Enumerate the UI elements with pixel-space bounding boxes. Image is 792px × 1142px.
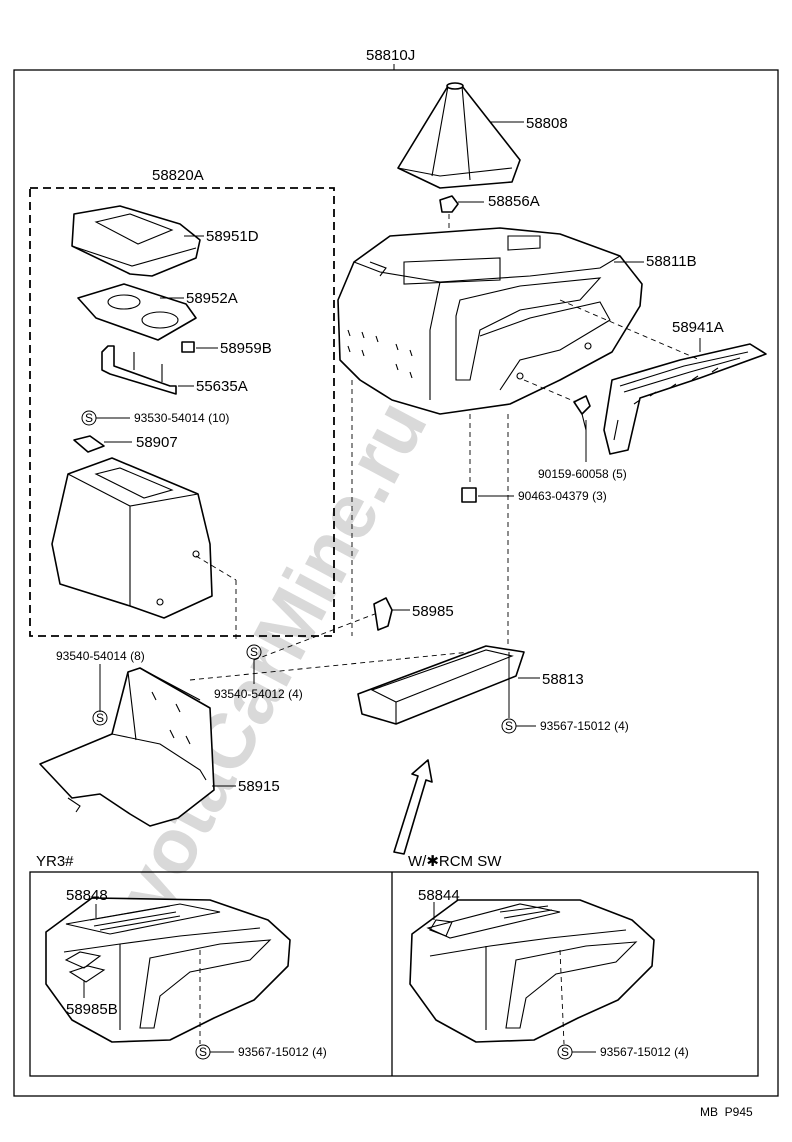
nut-90463 [461, 487, 477, 503]
variant-left-console [45, 897, 291, 1043]
variant-label-left: YR3# [36, 853, 74, 870]
cup-holder-58952A [77, 283, 197, 341]
label-58907: 58907 [136, 434, 178, 451]
label-58848: 58848 [66, 887, 108, 904]
label-58811B: 58811B [646, 253, 697, 270]
svg-text:S: S [561, 1045, 569, 1059]
assembly-label: 58810J [366, 47, 415, 64]
label-93567-main: 93567-15012 (4) [540, 719, 629, 733]
screw-symbol-93567-left: S [195, 1044, 211, 1060]
svg-text:S: S [250, 645, 258, 659]
label-90159: 90159-60058 (5) [538, 467, 627, 481]
label-58820A: 58820A [152, 167, 204, 184]
label-90463: 90463-04379 (3) [518, 489, 607, 503]
label-55635A: 55635A [196, 378, 248, 395]
variant-right-console [409, 899, 655, 1043]
label-58844: 58844 [418, 887, 460, 904]
screw-symbol-93530: S [81, 410, 97, 426]
clip-58907 [73, 435, 105, 453]
label-58808: 58808 [526, 115, 568, 132]
variant-arrow [393, 759, 433, 855]
tray-58813 [357, 645, 525, 725]
label-58985B: 58985B [66, 1001, 118, 1018]
svg-text:S: S [199, 1045, 207, 1059]
footer-code: MB P945 [700, 1105, 753, 1119]
label-93540-54012: 93540-54012 (4) [214, 687, 303, 701]
variants-frame [29, 871, 759, 1077]
label-93530: 93530-54014 (10) [134, 411, 229, 425]
label-93540-54014: 93540-54014 (8) [56, 649, 145, 663]
label-58941A: 58941A [672, 319, 724, 336]
svg-text:S: S [85, 411, 93, 425]
svg-text:S: S [96, 711, 104, 725]
label-58959B: 58959B [220, 340, 272, 357]
rear-console-box [51, 457, 213, 619]
shift-boot-58808 [397, 82, 521, 189]
subassembly-58820A-box [29, 187, 335, 637]
screw-symbol-93567-main: S [501, 718, 517, 734]
variant-label-right: W/✱RCM SW [408, 853, 502, 870]
screw-symbol-93567-right: S [557, 1044, 573, 1060]
label-58856A: 58856A [488, 193, 540, 210]
pad-58959B [181, 341, 195, 353]
screw-90159 [573, 395, 591, 431]
label-58985: 58985 [412, 603, 454, 620]
bracket-58985 [373, 597, 393, 631]
svg-text:S: S [505, 719, 513, 733]
bracket-55635A [101, 345, 177, 395]
label-93567-right: 93567-15012 (4) [600, 1045, 689, 1059]
assembly-frame [13, 69, 779, 1097]
lid-58951D [71, 205, 201, 277]
label-58915: 58915 [238, 778, 280, 795]
label-58951D: 58951D [206, 228, 259, 245]
panel-58915 [39, 667, 215, 827]
label-93567-left: 93567-15012 (4) [238, 1045, 327, 1059]
label-58813: 58813 [542, 671, 584, 688]
screw-symbol-93540-54014: S [92, 710, 108, 726]
console-box-58811B [337, 227, 643, 415]
clip-58856A [439, 195, 459, 213]
label-58952A: 58952A [186, 290, 238, 307]
trim-58941A [603, 343, 767, 455]
